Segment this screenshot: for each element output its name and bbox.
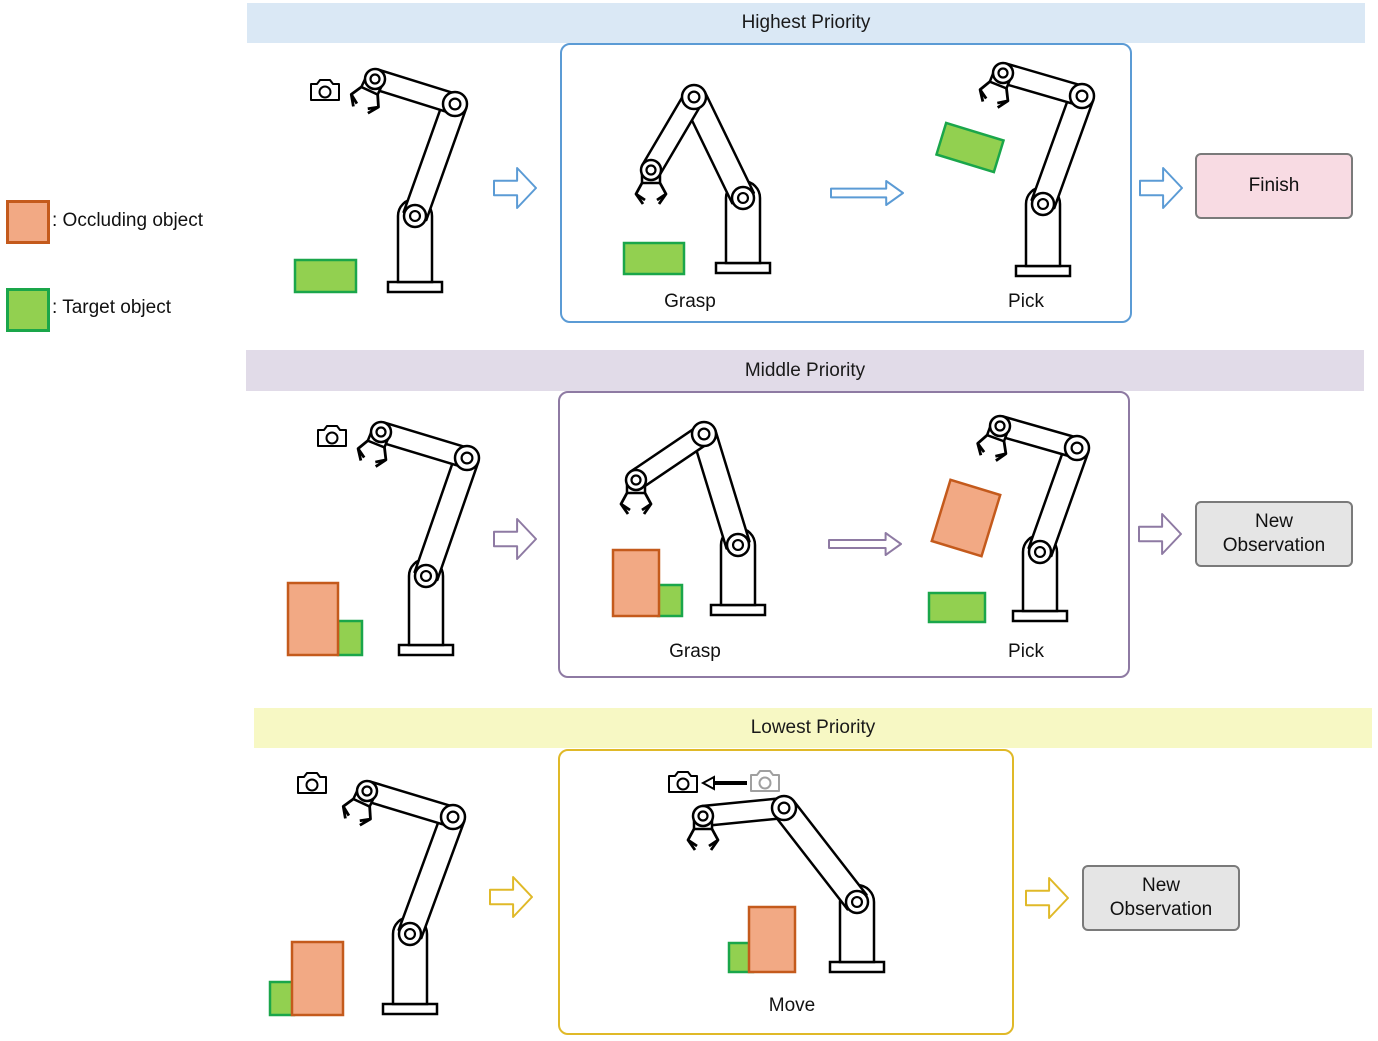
lowest-step-move-label: Move (768, 995, 816, 1016)
legend-target-swatch (6, 288, 50, 332)
highest-step-pick-label: Pick (1008, 291, 1044, 312)
robot-arm-icon (349, 67, 469, 294)
robot-arm-icon (341, 779, 467, 1016)
occluding-object (290, 940, 345, 1017)
occluding-object (611, 548, 661, 618)
camera-icon (668, 771, 698, 793)
robot-arm-icon (356, 420, 481, 657)
robot-arm-icon (978, 61, 1096, 278)
target-object (927, 591, 987, 624)
camera-icon (310, 79, 340, 101)
target-object (622, 241, 686, 276)
highest-priority-band: Highest Priority (247, 3, 1365, 43)
middle-step-grasp-label: Grasp (669, 641, 721, 662)
occluding-object (747, 905, 797, 974)
camera-icon (750, 770, 780, 792)
hollow-arrow-icon (493, 167, 537, 209)
lowest-priority-stage-box (558, 749, 1014, 1035)
middle-priority-stage-box (558, 391, 1130, 678)
lowest-priority-band: Lowest Priority (254, 708, 1372, 748)
move-arrow-icon (700, 775, 747, 791)
robot-arm-icon (619, 420, 767, 617)
robot-arm-icon (976, 414, 1091, 623)
target-object (293, 258, 358, 294)
legend-occluding-swatch (6, 200, 50, 244)
camera-icon (317, 425, 347, 447)
hollow-arrow-icon (830, 180, 904, 206)
camera-icon (297, 772, 327, 794)
lowest-outcome-new-observation: New Observation (1082, 865, 1240, 931)
target-object (336, 619, 364, 657)
target-object (934, 121, 1006, 174)
hollow-arrow-icon (1025, 877, 1069, 919)
highest-outcome-finish: Finish (1195, 153, 1353, 219)
robot-arm-icon (686, 794, 886, 974)
robot-arm-icon (634, 83, 772, 275)
hollow-arrow-icon (493, 518, 537, 560)
occluding-object (930, 478, 1002, 558)
legend-occluding-label: : Occluding object (52, 210, 204, 231)
occluding-object (286, 581, 340, 657)
legend-target-label: : Target object (52, 297, 172, 318)
middle-outcome-new-observation: New Observation (1195, 501, 1353, 567)
target-object (656, 583, 684, 618)
hollow-arrow-icon (489, 876, 533, 918)
hollow-arrow-icon (1138, 513, 1182, 555)
target-object (268, 980, 296, 1017)
hollow-arrow-icon (828, 532, 902, 556)
highest-step-grasp-label: Grasp (664, 291, 716, 312)
middle-step-pick-label: Pick (1008, 641, 1044, 662)
highest-priority-stage-box (560, 43, 1132, 323)
middle-priority-band: Middle Priority (246, 350, 1364, 391)
hollow-arrow-icon (1139, 167, 1183, 209)
